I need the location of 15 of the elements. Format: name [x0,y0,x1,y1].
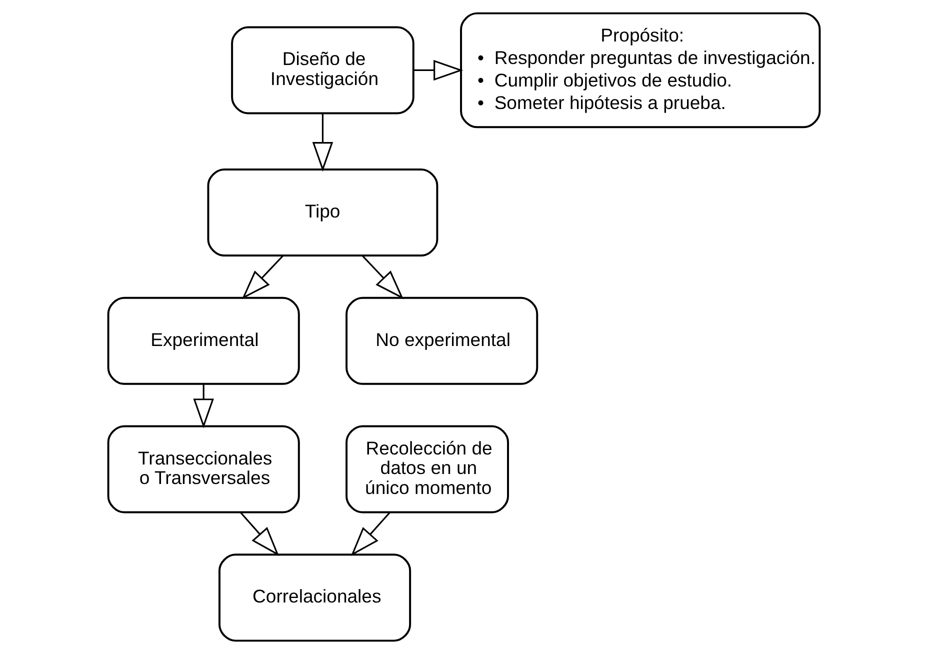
node-box: Transeccionales o Transversales [107,425,300,514]
arrow [350,512,390,556]
node-box: Propósito: • Responder preguntas de investigación. • Cumplir objetivos de estudio. • Someter hipótesis a prueba. [460,12,821,128]
arrow [362,255,404,300]
arrow [193,384,214,428]
node-box: Diseño de Investigación [231,26,414,114]
arrow [312,113,334,172]
node-box: Tipo [207,168,438,257]
node-box: No experimental [346,296,538,385]
arrow [414,60,464,81]
node-box: Experimental [107,296,300,385]
arrow [240,512,280,556]
arrow [242,255,284,300]
node-box: Recolección de datos en un único momento [346,425,509,514]
node-box: Correlacionales [218,554,412,642]
